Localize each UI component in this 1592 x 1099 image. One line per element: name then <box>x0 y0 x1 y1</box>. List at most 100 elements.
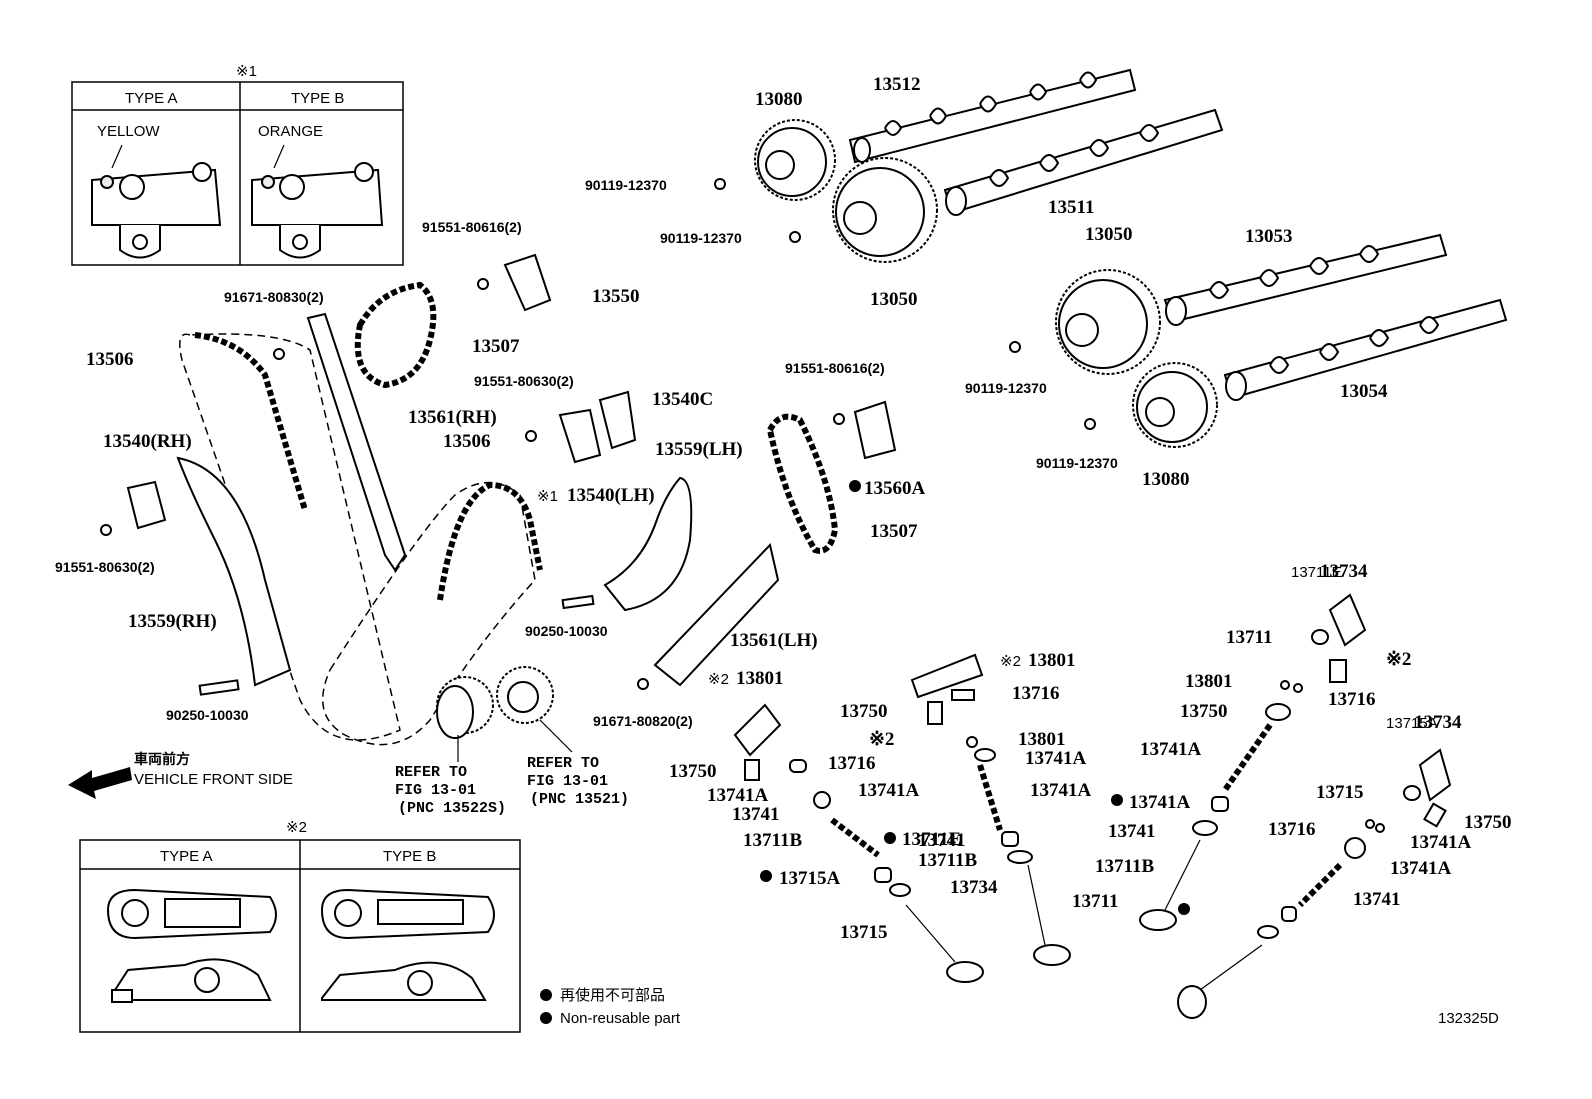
part-label: 90119-12370 <box>585 177 667 193</box>
part-label: 13711 <box>1072 891 1118 912</box>
part-label: 13053 <box>1245 226 1293 247</box>
chain-guide-13561-lh <box>653 542 780 687</box>
part-label: 13750 <box>669 761 717 782</box>
part-label: 13750 <box>840 701 888 722</box>
part-label: 13561(LH) <box>730 630 818 651</box>
part-label: 13801 <box>1018 729 1066 750</box>
part-label: 91671-80820(2) <box>593 713 693 729</box>
part-label: 13741A <box>1140 739 1202 760</box>
part-label: 91551-80630(2) <box>474 373 574 389</box>
part-label: 13559(RH) <box>128 611 217 632</box>
camshaft-13512 <box>848 68 1137 164</box>
type-box-1-mark: ※1 <box>236 63 257 80</box>
chain-tensioner-13550 <box>503 253 552 312</box>
part-label: 13711E <box>1291 564 1342 581</box>
type-box-2-mark: ※2 <box>286 819 307 836</box>
part-label: 13561(RH) <box>408 407 497 428</box>
legend-en: Non-reusable part <box>560 1010 681 1027</box>
part-label: 13741 <box>1353 889 1401 910</box>
refer-1-line-3: (PNC 13522S) <box>398 800 506 817</box>
part-label: 90250-10030 <box>525 623 608 639</box>
part-label: 13507 <box>870 521 918 542</box>
arrow-left-icon <box>68 767 132 799</box>
part-label: 13750 <box>1180 701 1228 722</box>
part-label: 90119-12370 <box>965 380 1047 396</box>
type-box-1-color-a: YELLOW <box>97 123 160 140</box>
type-box-1-type-a: TYPE A <box>125 90 178 107</box>
valvetrain-group-4 <box>1177 748 1452 1019</box>
part-label: 13801 <box>1185 671 1233 692</box>
part-label: 13050 <box>870 289 918 310</box>
type-box-2-type-a: TYPE A <box>160 848 213 865</box>
part-label: 13506 <box>443 431 491 452</box>
timing-chain-13506-lh <box>322 481 543 746</box>
part-label: 13080 <box>755 89 803 110</box>
valvetrain-group-3 <box>1139 593 1367 931</box>
part-label: 13741 <box>918 830 966 851</box>
part-label: 13741A <box>1129 792 1191 813</box>
camshaft-13511 <box>943 108 1224 216</box>
part-label: 13734 <box>950 877 998 898</box>
type-box-1: ※1 TYPE A TYPE B YELLOW ORANGE <box>71 63 404 266</box>
part-label: 13750 <box>1464 812 1512 833</box>
direction-jp: 車両前方 <box>134 751 190 767</box>
chain-tensioner-13540-rh <box>126 480 167 530</box>
part-label: 13711E <box>902 829 961 850</box>
pin-90250-10030-lh <box>561 594 595 610</box>
part-label: 13741 <box>732 804 780 825</box>
non-reusable-marks <box>760 480 1190 915</box>
part-label: 13550 <box>592 286 640 307</box>
secondary-chain-13507-upper <box>354 281 437 389</box>
cam-timing-gear-13080-upper <box>754 119 836 201</box>
chain-tensioner-13560a <box>853 400 897 460</box>
part-label: 13715A <box>1386 715 1438 732</box>
vehicle-front-arrow: 車両前方 VEHICLE FRONT SIDE <box>68 751 293 799</box>
refer-note-1: REFER TO FIG 13-01 (PNC 13522S) <box>395 735 506 817</box>
part-label: 13741A <box>858 780 920 801</box>
refer-1-line-1: REFER TO <box>395 764 467 781</box>
part-label: 13559(LH) <box>655 439 743 460</box>
valvetrain-group-2 <box>910 653 1071 966</box>
camshaft-13053 <box>1163 233 1448 326</box>
part-label: 13540(LH) <box>567 485 655 506</box>
chain-tensioner-13540-lh <box>558 408 602 464</box>
part-label: 13512 <box>873 74 921 95</box>
part-label: 13741A <box>1030 780 1092 801</box>
part-label: 13560A <box>864 478 926 499</box>
part-label: 91551-80630(2) <box>55 559 155 575</box>
part-label: 90119-12370 <box>1036 455 1118 471</box>
rocker-arm-type-b-drawing <box>320 888 495 1001</box>
chain-guide-13561-rh <box>306 312 407 572</box>
tensioner-plate-13540c <box>598 390 637 450</box>
secondary-chain-13507-lower <box>766 413 839 554</box>
valvetrain-group-1 <box>733 703 984 983</box>
part-label: 13741A <box>1025 748 1087 769</box>
rocker-arm-type-a-drawing <box>106 888 277 1003</box>
part-label: 13741A <box>1390 858 1452 879</box>
legend: 再使用不可部品 Non-reusable part <box>540 987 681 1027</box>
part-label: 13741A <box>1410 832 1472 853</box>
refer-2-line-2: FIG 13-01 <box>527 773 608 790</box>
timing-chain-13506-rh <box>179 332 401 741</box>
figure-id: 132325D <box>1438 1010 1499 1027</box>
part-label: 13801 <box>1028 650 1076 671</box>
cam-timing-gear-13050-lower <box>1055 269 1161 375</box>
part-label: 13716 <box>1268 819 1316 840</box>
refer-1-line-2: FIG 13-01 <box>395 782 476 799</box>
legend-jp: 再使用不可部品 <box>560 987 665 1004</box>
part-label: ※2 <box>708 671 729 688</box>
part-label: 13511 <box>1048 197 1094 218</box>
chain-slipper-13559-lh <box>603 476 693 612</box>
part-label: 13715A <box>779 868 841 889</box>
refer-note-2: REFER TO FIG 13-01 (PNC 13521) <box>527 719 629 808</box>
part-label: 13715 <box>1316 782 1364 803</box>
camshaft-13054 <box>1223 298 1508 401</box>
part-label: 13734 <box>1414 712 1462 733</box>
part-label: 13801 <box>736 668 784 689</box>
part-label: 91671-80830(2) <box>224 289 324 305</box>
part-label: 13741 <box>1108 821 1156 842</box>
part-label: 13716 <box>828 753 876 774</box>
type-box-2: ※2 TYPE A TYPE B <box>79 819 521 1033</box>
refer-2-line-1: REFER TO <box>527 755 599 772</box>
